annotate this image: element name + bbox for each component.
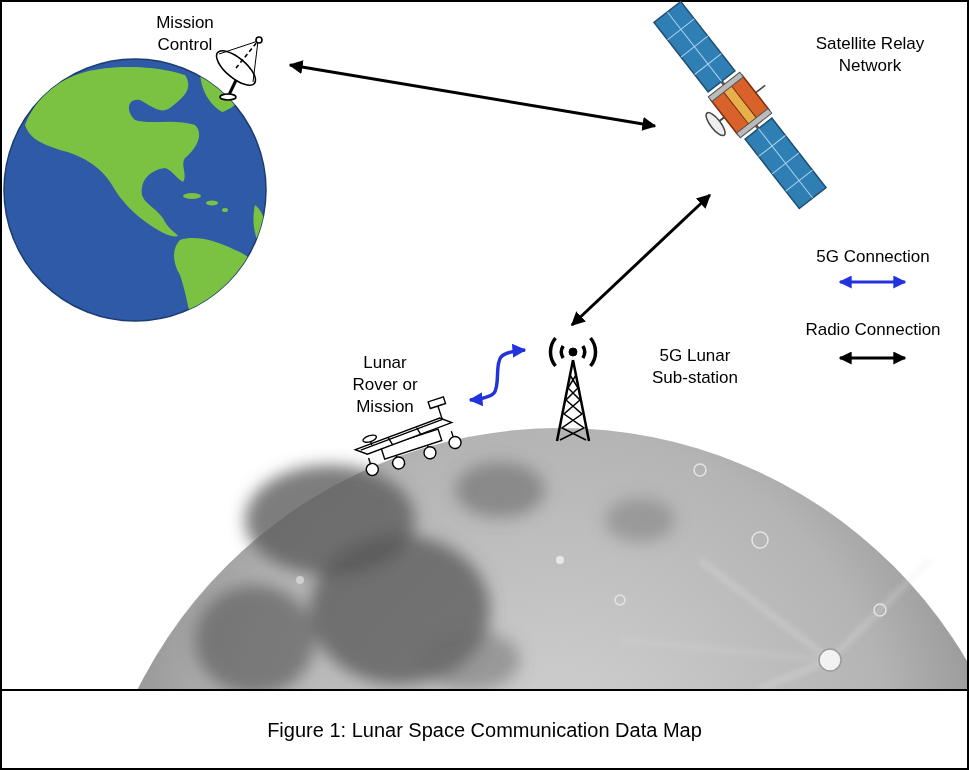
diagram-node: Mission Control <box>150 8 290 108</box>
continent <box>174 238 259 325</box>
diagram-node: 5G Lunar Sub-station <box>525 325 755 450</box>
radio-link <box>572 195 710 325</box>
rover-wheel <box>391 455 406 470</box>
moon-rays <box>620 560 930 689</box>
node-label: Mission Control <box>150 12 220 56</box>
mare <box>605 498 675 542</box>
dish-base <box>220 94 236 100</box>
caption-divider <box>1 689 968 691</box>
continent <box>25 67 199 236</box>
mare <box>420 630 520 689</box>
crater <box>296 576 304 584</box>
earth-land <box>0 60 268 325</box>
crater <box>752 532 768 548</box>
crater <box>874 604 886 616</box>
panel-grid <box>654 2 735 92</box>
rover-mast <box>438 406 442 419</box>
signal-wave <box>550 338 595 366</box>
node-label: Lunar Rover or Mission <box>349 352 421 418</box>
rover-wheel <box>447 435 462 450</box>
satellite-cap <box>708 72 743 101</box>
radio-dish <box>211 37 262 100</box>
signal-wave <box>561 346 584 358</box>
satellite-dish <box>703 110 728 138</box>
legend-sample-radio <box>840 357 905 360</box>
tower-leg <box>557 360 589 441</box>
mare <box>195 585 315 689</box>
satellite <box>639 0 838 220</box>
mare <box>455 462 545 518</box>
dish-strut <box>219 41 258 54</box>
rover-antenna-stem <box>371 442 372 446</box>
legend-sample-5g <box>840 281 905 284</box>
island <box>222 208 228 212</box>
panel-grid <box>745 118 826 208</box>
rover-deck <box>354 415 453 457</box>
moon-maria <box>195 462 675 689</box>
crater-ray <box>620 640 830 660</box>
legend-label: 5G Connection <box>816 246 929 268</box>
crater-ray <box>830 560 930 660</box>
moon-disc <box>88 428 967 689</box>
island <box>183 193 201 199</box>
satellite-antenna <box>756 85 765 92</box>
continent <box>253 205 268 255</box>
solar-panel <box>745 118 826 208</box>
radio-link <box>290 65 655 126</box>
tower-beacon <box>569 348 577 356</box>
dish-feed-horn <box>256 37 262 43</box>
continent <box>0 60 40 120</box>
diagram-node: Lunar Rover or Mission <box>330 348 470 468</box>
island <box>206 201 218 206</box>
dish-strut <box>253 41 258 82</box>
crater <box>556 556 564 564</box>
tower-brace <box>560 375 586 440</box>
satellite-cap <box>737 108 772 137</box>
node-label: Satellite Relay Network <box>811 33 929 77</box>
figure-caption: Figure 1: Lunar Space Communication Data… <box>0 692 969 768</box>
satellite-band <box>723 85 758 126</box>
5g-link <box>470 350 525 400</box>
node-label: 5G Lunar Sub-station <box>648 345 743 389</box>
earth <box>0 59 268 325</box>
legend-label: Radio Connection <box>805 319 940 341</box>
diagram-node: Satellite Relay Network <box>655 25 935 195</box>
rover-camera <box>428 397 445 409</box>
rover-wheel <box>365 462 380 477</box>
crater <box>615 595 625 605</box>
radio-tower <box>550 338 595 441</box>
rover-wheel <box>422 445 437 460</box>
crater <box>819 649 841 671</box>
solar-panel <box>654 2 735 92</box>
crater <box>694 464 706 476</box>
rover-antenna <box>362 434 377 444</box>
moon <box>88 428 967 689</box>
crater-ray <box>700 560 830 660</box>
